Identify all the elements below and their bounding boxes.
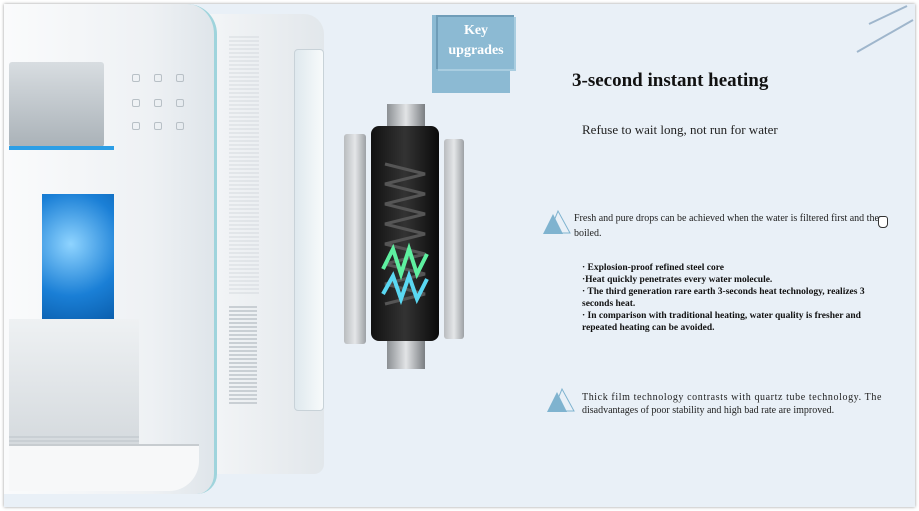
triangle-icon <box>547 387 575 412</box>
point-filtered-boiled: Fresh and pure drops can be achieved whe… <box>574 213 884 239</box>
badge-line1: Key <box>463 23 489 38</box>
feature-bullets: · Explosion-proof refined steel core ·He… <box>582 262 892 334</box>
water-tank <box>42 194 114 319</box>
key-upgrades-label: Key upgrades <box>436 15 514 69</box>
slide-title: 3-second instant heating <box>572 70 769 91</box>
bullet-item: · The third generation rare earth 3-seco… <box>582 287 865 309</box>
faucet-head <box>9 62 104 147</box>
bullet-item: · In comparison with traditional heating… <box>582 311 861 333</box>
mouse-cursor-icon <box>878 216 888 228</box>
slide: Key upgrades 3-second instant heating Re… <box>4 4 915 507</box>
bullet-item: · Explosion-proof refined steel core <box>582 263 724 273</box>
heater-core-image <box>339 104 484 369</box>
point2-line1: Thick film technology contrasts with qua… <box>582 392 883 403</box>
badge-line2: upgrades <box>448 43 504 58</box>
point-thick-film: Thick film technology contrasts with qua… <box>582 391 897 417</box>
point2-line2: disadvantages of poor stability and high… <box>582 405 835 416</box>
triangle-icon <box>543 209 571 234</box>
bullet-item: ·Heat quickly penetrates every water mol… <box>582 275 773 285</box>
slide-subtitle: Refuse to wait long, not run for water <box>582 122 778 137</box>
decorative-lines <box>856 5 914 53</box>
